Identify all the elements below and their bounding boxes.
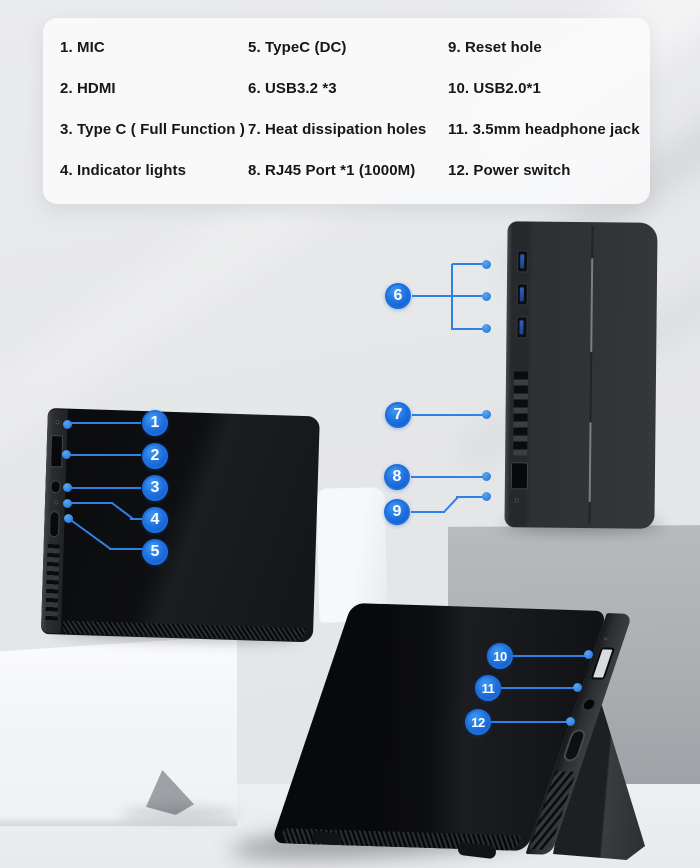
callout-number: 1 [150, 414, 160, 431]
reset-hole [514, 498, 519, 503]
callout-dot-11 [573, 683, 582, 692]
callout-line-5 [109, 548, 144, 550]
callout-badge-7: 7 [385, 402, 411, 428]
callout-line-4 [130, 518, 144, 520]
callout-badge-11: 11 [475, 675, 501, 701]
white-pedestal [0, 636, 237, 826]
callout-line-9 [443, 495, 460, 513]
callout-badge-10: 10 [487, 643, 513, 669]
usb3-port-3 [516, 316, 528, 339]
callout-number: 10 [493, 648, 507, 664]
hdmi-port [50, 435, 64, 468]
usb2-port [590, 647, 616, 680]
callout-number: 11 [481, 680, 495, 696]
callout-dot-5 [64, 514, 73, 523]
callout-line-6 [452, 263, 486, 265]
callout-dot-6c [482, 324, 491, 333]
callout-line-10 [513, 655, 588, 657]
legend-item-11: 11. 3.5mm headphone jack [448, 121, 640, 138]
legend-item-4: 4. Indicator lights [60, 162, 187, 179]
callout-dot-1 [63, 420, 72, 429]
callout-line-3 [67, 487, 141, 489]
callout-line-4 [67, 502, 113, 504]
heat-dissipation-holes [513, 371, 529, 456]
callout-badge-2: 2 [142, 443, 168, 469]
power-switch [561, 729, 588, 762]
legend-item-1: 1. MIC [60, 39, 105, 56]
callout-line-9 [456, 496, 486, 498]
headphone-jack [579, 697, 599, 712]
device-back-panel [271, 603, 633, 855]
callout-number: 7 [393, 406, 403, 423]
legend-item-5: 5. TypeC (DC) [248, 39, 347, 56]
callout-badge-6: 6 [385, 283, 411, 309]
callout-line-6 [412, 295, 486, 297]
legend-item-12: 12. Power switch [448, 162, 571, 179]
callout-number: 9 [392, 503, 402, 520]
callout-badge-3: 3 [142, 475, 168, 501]
rj45-port [510, 462, 529, 490]
callout-dot-2 [62, 450, 71, 459]
callout-line-8 [411, 476, 486, 478]
callout-line-6 [452, 328, 486, 330]
legend-item-3: 3. Type C ( Full Function ) [60, 121, 245, 138]
legend-item-9: 9. Reset hole [448, 39, 542, 56]
callout-dot-7 [482, 410, 491, 419]
callout-badge-5: 5 [142, 539, 168, 565]
callout-badge-8: 8 [384, 464, 410, 490]
callout-line-7 [412, 414, 486, 416]
usb3-port-2 [516, 283, 528, 306]
legend-item-8: 8. RJ45 Port *1 (1000M) [248, 162, 416, 179]
callout-dot-3 [63, 483, 72, 492]
legend-item-10: 10. USB2.0*1 [448, 80, 541, 97]
type-c-port [50, 480, 61, 494]
callout-line-2 [66, 454, 141, 456]
callout-number: 12 [471, 714, 485, 730]
legend-item-2: 2. HDMI [60, 80, 116, 97]
callout-number: 4 [150, 511, 160, 528]
small-hole [603, 637, 608, 641]
callout-dot-6b [482, 292, 491, 301]
wedge-shadow [120, 808, 240, 820]
callout-line-1 [67, 422, 141, 424]
callout-dot-6a [482, 260, 491, 269]
usb3-port-1 [517, 250, 529, 273]
callout-dot-9 [482, 492, 491, 501]
callout-line-6 [451, 264, 453, 330]
callout-line-11 [501, 687, 577, 689]
callout-number: 8 [392, 468, 402, 485]
side-vents [45, 544, 60, 621]
callout-line-12 [491, 721, 570, 723]
callout-badge-4: 4 [142, 507, 168, 533]
mini-pc-rear-view [270, 598, 670, 868]
callout-dot-12 [566, 717, 575, 726]
callout-dot-10 [584, 650, 593, 659]
callout-number: 3 [150, 479, 160, 496]
callout-dot-8 [482, 472, 491, 481]
callout-number: 6 [393, 287, 403, 304]
callout-number: 2 [150, 447, 160, 464]
callout-line-9 [411, 511, 445, 513]
callout-badge-1: 1 [142, 410, 168, 436]
legend-item-6: 6. USB3.2 *3 [248, 80, 337, 97]
legend-card: 1. MIC 2. HDMI 3. Type C ( Full Function… [43, 18, 650, 204]
callout-number: 5 [150, 543, 160, 560]
callout-badge-9: 9 [384, 499, 410, 525]
mini-pc-side-view [504, 221, 658, 529]
callout-dot-4 [63, 499, 72, 508]
callout-badge-12: 12 [465, 709, 491, 735]
type-c-dc-port [48, 511, 60, 538]
legend-item-7: 7. Heat dissipation holes [248, 121, 427, 138]
